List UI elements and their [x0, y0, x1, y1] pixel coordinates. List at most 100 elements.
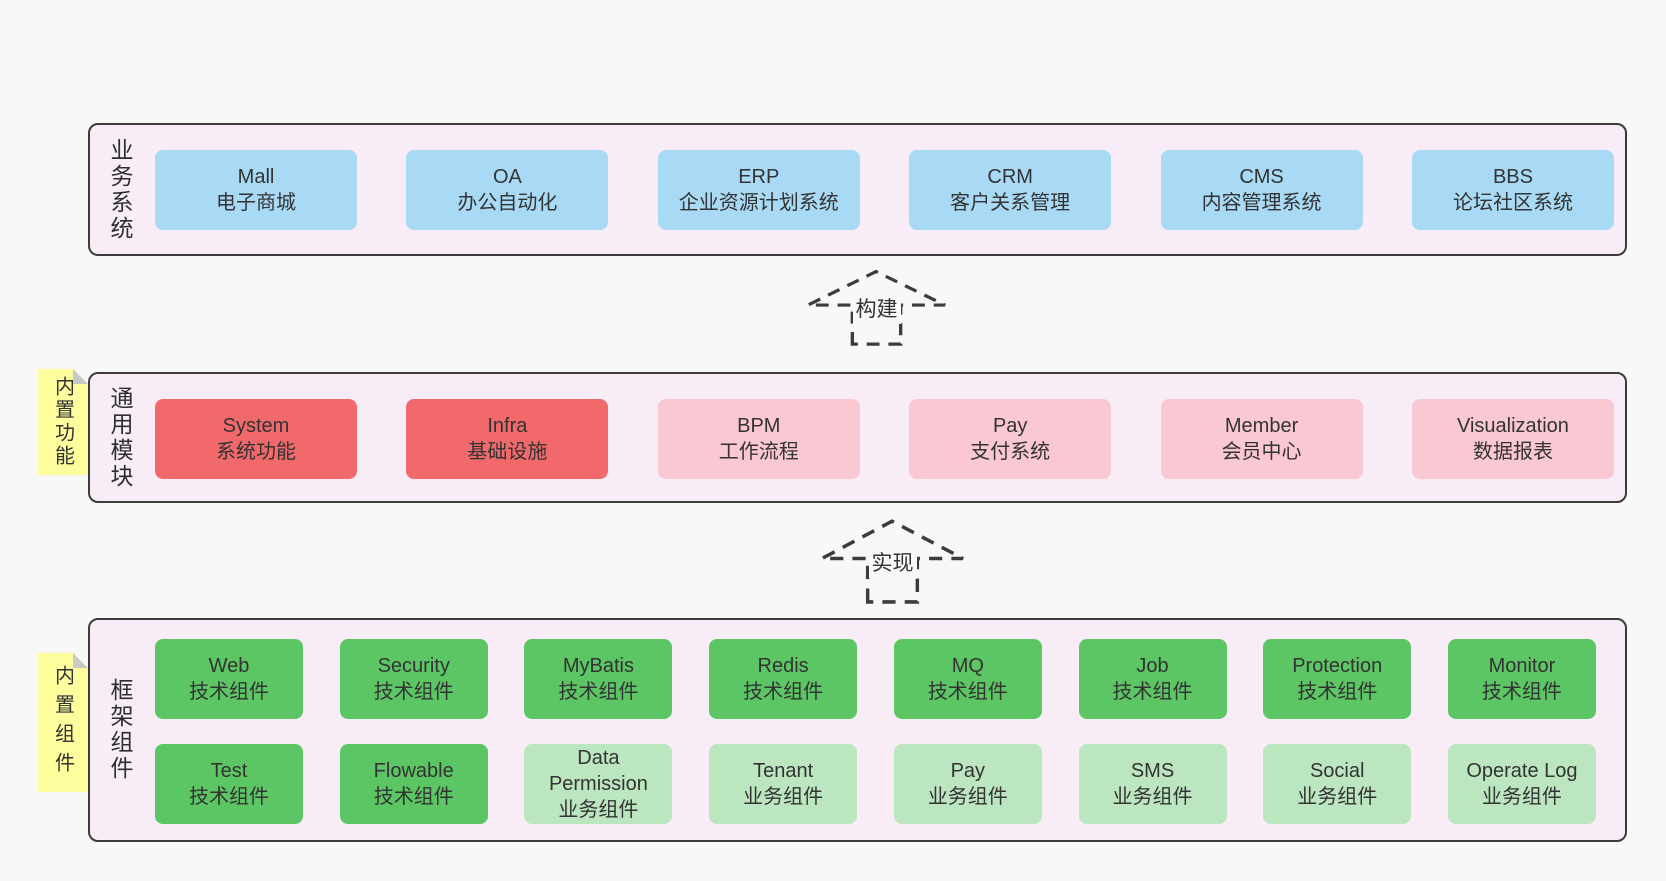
box-job: Job 技术组件	[1078, 639, 1227, 719]
box-bpm: BPM 工作流程	[657, 399, 860, 479]
box-title-en: Mall	[237, 166, 275, 188]
band-label-framework-components: 框架组件	[107, 678, 133, 782]
box-title-zh: 系统功能	[216, 441, 296, 463]
box-title-zh: 内容管理系统	[1201, 192, 1322, 214]
box-test: Test 技术组件	[155, 744, 303, 824]
box-title-en: CRM	[987, 166, 1033, 188]
box-operate-log: Operate Log 业务组件	[1447, 744, 1596, 824]
box-redis: Redis 技术组件	[709, 639, 858, 719]
box-title-zh: 基础设施	[467, 441, 548, 463]
box-title-en: Infra	[487, 415, 528, 437]
box-mq: MQ 技术组件	[893, 639, 1042, 719]
box-title-en: Web	[208, 655, 250, 677]
dashed-up-arrow-icon	[821, 519, 964, 604]
box-protection: Protection 技术组件	[1263, 639, 1412, 719]
box-title-en: ERP	[738, 166, 780, 188]
common-modules-row: System 系统功能 Infra 基础设施 BPM 工作流程 Pay 支付系统…	[155, 399, 1614, 479]
box-title-en: MyBatis	[562, 655, 634, 677]
box-title-zh: 业务组件	[1481, 786, 1562, 808]
business-systems-row: Mall 电子商城 OA 办公自动化 ERP 企业资源计划系统 CRM 客户关系…	[155, 150, 1614, 230]
folded-corner-icon	[73, 653, 88, 668]
band-common-modules: 通用模块 System 系统功能 Infra 基础设施 BPM 工作流程 Pay…	[88, 372, 1627, 503]
box-title-zh: 技术组件	[373, 681, 454, 703]
band-business-systems: 业务系统 Mall 电子商城 OA 办公自动化 ERP 企业资源计划系统 CRM…	[88, 123, 1627, 256]
box-bbs: BBS 论坛社区系统	[1411, 150, 1614, 230]
box-pay-biz: Pay 业务组件	[893, 744, 1042, 824]
box-social: Social 业务组件	[1263, 744, 1412, 824]
box-infra: Infra 基础设施	[406, 399, 609, 479]
box-title-zh: 技术组件	[373, 786, 454, 808]
box-title-zh: 技术组件	[1297, 681, 1378, 703]
box-title-en: Redis	[757, 655, 809, 677]
band-framework-components: 框架组件 Web 技术组件 Security 技术组件 MyBatis 技术组件…	[88, 618, 1627, 842]
framework-components-row-2: Test 技术组件 Flowable 技术组件 Data Permission …	[155, 744, 1596, 824]
box-title-zh: 支付系统	[970, 441, 1051, 463]
box-title-zh: 技术组件	[558, 681, 639, 703]
box-web: Web 技术组件	[155, 639, 303, 719]
folded-corner-icon	[73, 369, 88, 384]
box-title-en: Operate Log	[1466, 760, 1578, 782]
box-title-zh: 技术组件	[743, 681, 824, 703]
box-title-en: Test	[210, 760, 248, 782]
sticky-text: 内置功能	[51, 376, 74, 468]
box-title-en: SMS	[1130, 760, 1175, 782]
box-title-en: Tenant	[753, 760, 814, 782]
box-title-en: Data Permission	[548, 747, 648, 795]
box-title-zh: 业务组件	[927, 786, 1008, 808]
framework-components-row-1: Web 技术组件 Security 技术组件 MyBatis 技术组件 Redi…	[155, 639, 1596, 719]
box-title-zh: 业务组件	[743, 786, 824, 808]
box-title-en: Security	[377, 655, 450, 677]
band-label-business-systems: 业务系统	[107, 137, 133, 242]
box-title-en: Visualization	[1456, 415, 1569, 437]
box-title-zh: 业务组件	[558, 799, 639, 821]
sticky-built-in-components: 内置组件	[38, 653, 88, 792]
box-title-zh: 企业资源计划系统	[678, 192, 839, 214]
box-title-en: BPM	[737, 415, 781, 437]
box-flowable: Flowable 技术组件	[339, 744, 488, 824]
box-member: Member 会员中心	[1160, 399, 1363, 479]
box-title-zh: 会员中心	[1221, 441, 1302, 463]
box-title-zh: 工作流程	[718, 441, 799, 463]
box-title-en: Pay	[992, 415, 1028, 437]
box-mybatis: MyBatis 技术组件	[524, 639, 673, 719]
dashed-up-arrow-icon	[807, 269, 946, 346]
box-visualization: Visualization 数据报表	[1411, 399, 1614, 479]
box-title-en: Flowable	[373, 760, 454, 782]
box-title-en: OA	[492, 166, 522, 188]
box-security: Security 技术组件	[339, 639, 488, 719]
box-title-en: MQ	[951, 655, 984, 677]
band-label-common-modules: 通用模块	[107, 385, 133, 490]
box-pay: Pay 支付系统	[909, 399, 1112, 479]
box-mall: Mall 电子商城	[155, 150, 357, 230]
box-sms: SMS 业务组件	[1078, 744, 1227, 824]
box-title-en: Pay	[950, 760, 986, 782]
box-title-zh: 技术组件	[927, 681, 1008, 703]
arrow-build-label: 构建	[852, 292, 901, 325]
sticky-built-in-features: 内置功能	[38, 369, 88, 475]
box-title-zh: 技术组件	[1112, 681, 1193, 703]
box-title-zh: 技术组件	[189, 681, 269, 703]
box-system: System 系统功能	[155, 399, 357, 479]
box-monitor: Monitor 技术组件	[1447, 639, 1596, 719]
box-title-en: BBS	[1492, 166, 1533, 188]
box-title-zh: 技术组件	[1481, 681, 1562, 703]
box-title-en: Job	[1136, 655, 1169, 677]
box-title-en: System	[222, 415, 290, 437]
box-title-zh: 数据报表	[1472, 441, 1553, 463]
box-title-zh: 电子商城	[216, 192, 296, 214]
box-title-zh: 办公自动化	[457, 192, 558, 214]
box-tenant: Tenant 业务组件	[709, 744, 858, 824]
box-erp: ERP 企业资源计划系统	[657, 150, 860, 230]
box-title-zh: 论坛社区系统	[1452, 192, 1573, 214]
box-title-zh: 业务组件	[1297, 786, 1378, 808]
box-data-permission: Data Permission 业务组件	[524, 744, 673, 824]
box-title-en: Protection	[1292, 655, 1383, 677]
box-title-en: CMS	[1239, 166, 1284, 188]
arrow-build: 构建	[805, 266, 948, 346]
arrow-implement: 实现	[819, 515, 966, 604]
box-cms: CMS 内容管理系统	[1160, 150, 1363, 230]
sticky-text: 内置组件	[51, 664, 74, 781]
box-title-en: Social	[1309, 760, 1365, 782]
box-title-zh: 业务组件	[1112, 786, 1193, 808]
box-title-en: Member	[1224, 415, 1299, 437]
